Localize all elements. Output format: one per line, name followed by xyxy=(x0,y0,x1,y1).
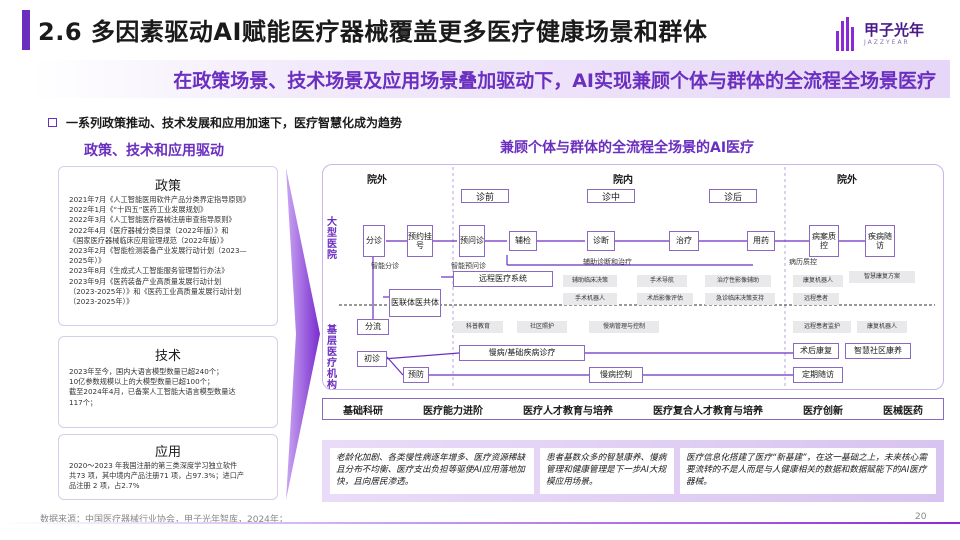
flow-arrow-icon xyxy=(286,168,320,500)
node-prevention: 预防 xyxy=(403,367,429,383)
node-medication: 用药 xyxy=(747,231,775,251)
tag-chronic-mgmt: 慢病管理与控制 xyxy=(589,321,659,333)
node-followup: 疾病随访 xyxy=(865,225,895,257)
policy-line: （2023-2025年）》和《医药工业高质量发展行动计划 xyxy=(69,286,242,296)
node-chronic-care: 慢病/基础疾病诊疗 xyxy=(459,345,585,361)
policy-line: 2025年）》 xyxy=(69,256,106,266)
policy-panel: 政策 2021年7月《人工智能医用软件产品分类界定指导原则》 2022年1月《“… xyxy=(58,166,278,326)
app-line: 共73 项，其中境内产品注册71 项，占97.3%；进口产 xyxy=(69,471,245,481)
tag-emergency-decision: 急诊临床决策支持 xyxy=(705,293,775,305)
app-panel: 应用 2020～2023 年我国注册的第三类深度学习独立软件 共73 项，其中境… xyxy=(58,434,278,500)
insight-card-2: 患者基数众多的智慧康养、慢病管理和健康管理是下一步AI大规模应用场景。 xyxy=(540,448,674,494)
node-diversion: 分流 xyxy=(357,319,389,335)
insight-card-1: 老龄化加剧、各类慢性病逐年增多、医疗资源稀缺且分布不均衡、医疗支出负担等驱使AI… xyxy=(330,448,534,494)
foundation-item: 医疗能力进阶 xyxy=(423,405,483,417)
side-label-big-hospital: 大型医院 xyxy=(327,217,337,261)
subtitle-background xyxy=(30,60,950,98)
node-triage: 分诊 xyxy=(363,225,385,257)
tech-line: 2023年至今，国内大语言模型数量已超240个； xyxy=(69,367,224,376)
insight-card-3: 医疗信息化搭建了医疗“新基建”，在这一基础之上，未来核心需要流转的不是人而是与人… xyxy=(680,448,936,494)
tag-rehab-robot-2: 康复机器人 xyxy=(857,321,907,333)
policy-line: 2023年9月《医药装备产业高质量发展行动计划 xyxy=(69,276,222,286)
foundation-item: 基础科研 xyxy=(343,405,383,417)
tag-remote-monitor: 远程患者监护 xyxy=(793,321,851,333)
policy-line: 2021年7月《人工智能医用软件产品分类界定指导原则》 xyxy=(69,195,250,204)
policy-lines: 2021年7月《人工智能医用软件产品分类界定指导原则》 2022年1月《“十四五… xyxy=(69,195,271,307)
policy-title: 政策 xyxy=(154,179,181,194)
policy-line: 2022年4月《医疗器械分类目录（2022年版）》和 xyxy=(69,225,229,235)
node-aux-exam: 辅检 xyxy=(509,231,537,251)
label-smart-triage: 智能分诊 xyxy=(371,262,399,270)
node-regular-followup: 定期随访 xyxy=(793,367,843,383)
tech-line: 10亿参数规模以上的大模型数量已超100个； xyxy=(69,377,215,387)
tech-line: 117个； xyxy=(69,397,98,407)
node-treatment: 治疗 xyxy=(669,231,699,251)
zone-out-right: 院外 xyxy=(837,175,857,186)
logo-mark-icon xyxy=(836,17,858,51)
logo-name: 甲子光年 xyxy=(864,21,925,40)
policy-line: 2022年3月《人工智能医疗器械注册审查指导原则》 xyxy=(69,215,236,225)
zone-out-left: 院外 xyxy=(367,175,387,186)
care-flow-diagram: 院外 院内 院外 诊前 诊中 诊后 大型医院 基层医疗机构 分诊 预约挂号 预问… xyxy=(322,164,944,391)
policy-line: 2023年2月《智能检测装备产业发展行动计划（2023— xyxy=(69,246,247,256)
bullet-square-icon xyxy=(48,118,57,127)
stage-mid: 诊中 xyxy=(587,189,635,203)
app-title: 应用 xyxy=(154,445,181,460)
footer-accent-line xyxy=(0,522,960,524)
node-record-qc: 病案质控 xyxy=(809,225,839,257)
stage-pre: 诊前 xyxy=(461,189,509,203)
app-line: 2020～2023 年我国注册的第三类深度学习独立软件 xyxy=(69,461,238,470)
node-rehab: 术后康复 xyxy=(793,343,839,359)
policy-line: （2023-2025年）》 xyxy=(69,297,134,307)
tag-smart-rehab-plan: 智慧康复方案 xyxy=(849,271,915,283)
tag-remote-patient: 远程患者 xyxy=(793,293,839,305)
node-telemedicine: 远程医疗系统 xyxy=(453,271,553,287)
node-first-visit: 初诊 xyxy=(357,351,387,367)
node-pre-consult: 预问诊 xyxy=(459,225,485,257)
node-medical-alliance: 医联体医共体 xyxy=(389,289,441,317)
tag-health-education: 科普教育 xyxy=(453,321,503,333)
app-line: 品注册 2 项，占2.7% xyxy=(69,481,140,491)
side-label-base-clinic: 基层医疗机构 xyxy=(327,325,337,391)
page-subtitle: 在政策场景、技术场景及应用场景叠加驱动下，AI实现兼顾个体与群体的全流程全场景医… xyxy=(173,70,936,92)
tech-panel: 技术 2023年至今，国内大语言模型数量已超240个； 10亿参数规模以上的大模… xyxy=(58,336,278,428)
app-lines: 2020～2023 年我国注册的第三类深度学习独立软件 共73 项，其中境内产品… xyxy=(69,461,271,492)
title-accent-bar xyxy=(22,10,30,50)
brand-logo: 甲子光年 JAZZYEAR xyxy=(836,14,946,54)
right-heading: 兼顾个体与群体的全流程全场景的AI医疗 xyxy=(500,140,755,156)
tech-title: 技术 xyxy=(154,349,181,364)
label-aux-diagnosis: 辅助诊断和治疗 xyxy=(583,258,632,266)
zone-in: 院内 xyxy=(613,175,633,186)
page-title: 2.6 多因素驱动AI赋能医疗器械覆盖更多医疗健康场景和群体 xyxy=(38,18,708,46)
page-number: 20 xyxy=(915,512,927,522)
label-smart-preconsult: 智能预问诊 xyxy=(451,262,486,270)
tag-imaging-assist: 治疗性影像辅助 xyxy=(705,275,771,287)
foundation-item: 医械医药 xyxy=(883,405,923,417)
left-heading: 政策、技术和应用驱动 xyxy=(84,143,224,159)
tag-community-care: 社区照护 xyxy=(517,321,567,333)
tag-surgical-nav: 手术导航 xyxy=(637,275,687,287)
tech-lines: 2023年至今，国内大语言模型数量已超240个； 10亿参数规模以上的大模型数量… xyxy=(69,367,271,408)
data-source: 数据来源：中国医疗器械行业协会，甲子光年智库，2024年； xyxy=(40,515,288,525)
stage-post: 诊后 xyxy=(709,189,757,203)
node-chronic-control: 慢病控制 xyxy=(589,367,643,383)
label-record-qc: 病历质控 xyxy=(789,258,817,266)
logo-sub: JAZZYEAR xyxy=(864,38,910,46)
node-community-care: 智慧社区康养 xyxy=(845,343,911,359)
foundation-bar: 基础科研 医疗能力进阶 医疗人才教育与培养 医疗复合人才教育与培养 医疗创新 医… xyxy=(322,398,944,420)
foundation-item: 医疗创新 xyxy=(803,405,843,417)
tag-surgical-robot: 手术机器人 xyxy=(563,293,617,305)
node-diagnosis: 诊断 xyxy=(587,231,615,251)
foundation-item: 医疗复合人才教育与培养 xyxy=(653,405,763,417)
node-appointment: 预约挂号 xyxy=(407,225,433,257)
tag-rehab-robot: 康复机器人 xyxy=(793,275,843,287)
tag-clinical-decision: 辅助临床决策 xyxy=(563,275,617,287)
tech-line: 截至2024年4月，已备案人工智能大语言模型数量达 xyxy=(69,387,236,397)
bullet-text: 一系列政策推动、技术发展和应用加速下，医疗智慧化成为趋势 xyxy=(66,116,403,130)
policy-line: 2022年1月《“十四五”医药工业发展规划》 xyxy=(69,205,208,215)
policy-line: 2023年8月《生成式人工智能服务管理暂行办法》 xyxy=(69,266,229,276)
tag-postop-imaging: 术后影像评估 xyxy=(637,293,693,305)
policy-line: 《国家医疗器械临床应用管理规范（2022年版）》 xyxy=(69,235,228,245)
foundation-item: 医疗人才教育与培养 xyxy=(523,405,613,417)
